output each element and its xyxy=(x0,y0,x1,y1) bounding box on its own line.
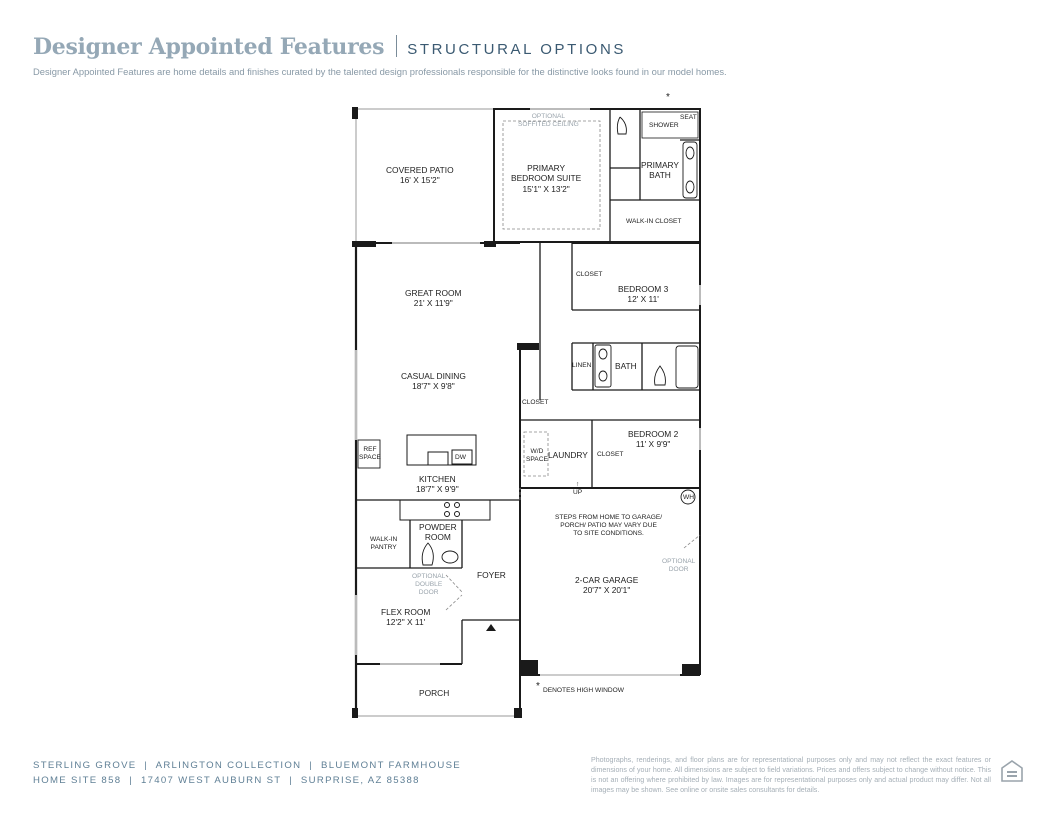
optional-soffited-label: OPTIONAL SOFFITED CEILING xyxy=(518,113,579,129)
community-info: STERLING GROVE | ARLINGTON COLLECTION | … xyxy=(33,759,461,789)
community-line: STERLING GROVE | ARLINGTON COLLECTION | … xyxy=(33,760,462,771)
closet-b3-label: CLOSET xyxy=(576,271,603,278)
high-window-mark-legend: * xyxy=(536,681,540,692)
high-window-mark-top: * xyxy=(666,92,670,103)
optional-double-door-label: OPTIONAL DOUBLE DOOR xyxy=(412,573,446,597)
wall-corners xyxy=(352,107,700,718)
foyer-label: FOYER xyxy=(477,570,506,580)
dw-label: DW xyxy=(455,454,466,461)
primary-bath-label: PRIMARY BATH xyxy=(641,160,680,181)
home-site-line: HOME SITE 858 | 17407 WEST AUBURN ST | S… xyxy=(33,774,420,786)
linen-label: LINEN xyxy=(572,362,592,369)
optional-features xyxy=(445,120,701,611)
bath-label: BATH xyxy=(615,361,637,371)
closet-hall-label: CLOSET xyxy=(522,399,549,406)
wd-space-label: W/D SPACE xyxy=(526,448,548,464)
header: Designer Appointed Features STRUCTURAL OP… xyxy=(33,34,626,60)
page-description: Designer Appointed Features are home det… xyxy=(33,66,727,77)
powder-room-label: POWDER ROOM xyxy=(419,522,457,543)
windows xyxy=(355,108,701,665)
ref-space-label: REF SPACE xyxy=(359,446,381,462)
equal-housing-icon xyxy=(1001,760,1023,782)
steps-note: STEPS FROM HOME TO GARAGE/ PORCH/ PATIO … xyxy=(555,514,663,538)
plan-walls xyxy=(354,108,701,717)
laundry-label: LAUNDRY xyxy=(548,450,588,460)
kitchen-island xyxy=(406,434,477,517)
closet-b2-label: CLOSET xyxy=(597,451,624,458)
disclaimer: Photographs, renderings, and floor plans… xyxy=(591,756,991,795)
optional-door-label: OPTIONAL DOOR xyxy=(662,558,696,574)
page-subtitle: STRUCTURAL OPTIONS xyxy=(407,41,626,58)
page-title: Designer Appointed Features xyxy=(33,34,385,60)
porch-label: PORCH xyxy=(419,688,450,698)
wh-label: WH xyxy=(683,494,694,501)
up-label: ↑UP xyxy=(573,481,583,497)
seat-label: SEAT xyxy=(680,114,697,121)
walk-in-closet-label: WALK-IN CLOSET xyxy=(626,218,682,225)
shower-label: SHOWER xyxy=(649,122,679,129)
walk-in-pantry-label: WALK-IN PANTRY xyxy=(370,536,398,552)
title-divider xyxy=(396,35,398,57)
bath-fixtures xyxy=(357,116,699,566)
high-window-note: DENOTES HIGH WINDOW xyxy=(543,687,624,694)
